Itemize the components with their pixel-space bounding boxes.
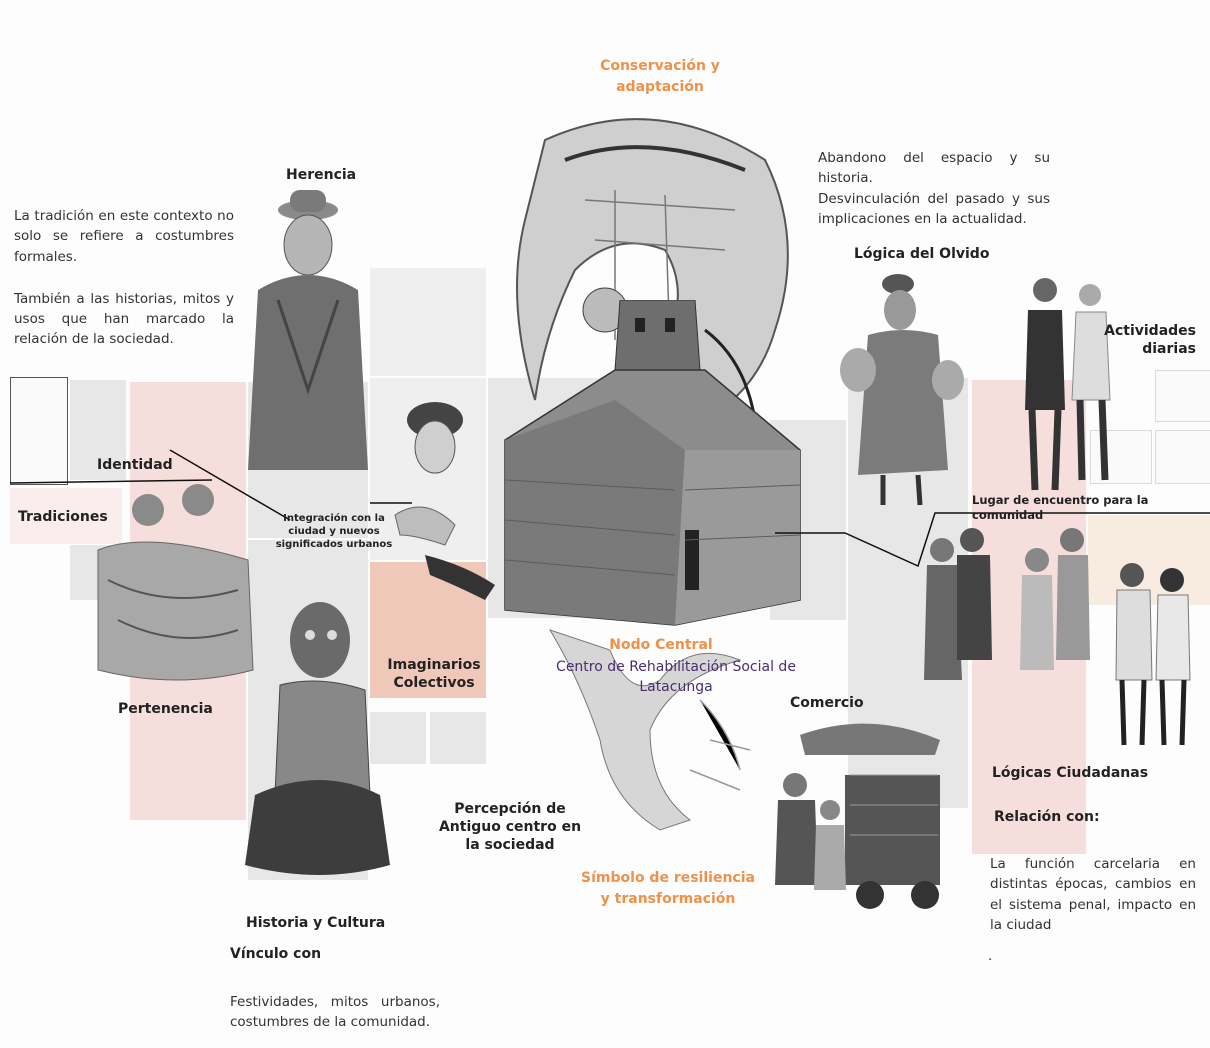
label-integracion: Integración con la ciudad y nuevos signi… bbox=[272, 512, 396, 551]
label-comercio: Comercio bbox=[790, 694, 864, 712]
paragraph-abandono: Abandono del espacio y su historia. Desv… bbox=[818, 148, 1050, 229]
label-centro: Centro de Rehabilitación Social de Latac… bbox=[536, 657, 816, 698]
label-tradiciones: Tradiciones bbox=[18, 508, 108, 526]
label-identidad: Identidad bbox=[97, 456, 173, 474]
paragraph-tradicion-1: La tradición en este contexto no solo se… bbox=[14, 206, 234, 267]
label-herencia: Herencia bbox=[286, 166, 356, 184]
identidad-line bbox=[10, 480, 212, 483]
label-percepcion: Percepción de Antiguo centro en la socie… bbox=[430, 800, 590, 855]
label-nodo-central: Nodo Central bbox=[606, 635, 716, 656]
label-lugar-encuentro: Lugar de encuentro para la comunidad bbox=[972, 493, 1210, 523]
label-logicas-ciudadanas: Lógicas Ciudadanas bbox=[992, 764, 1148, 782]
paragraph-dot: . bbox=[988, 946, 992, 966]
label-historia-cultura: Historia y Cultura bbox=[246, 914, 385, 932]
identidad-diagonal-line bbox=[170, 450, 290, 520]
paragraph-carcelaria: La función carcelaria en distintas época… bbox=[990, 854, 1196, 935]
label-relacion-con: Relación con: bbox=[994, 808, 1100, 826]
label-conservacion: Conservación y adaptación bbox=[590, 56, 730, 98]
label-vinculo-con: Vínculo con bbox=[230, 945, 321, 963]
label-imaginarios: Imaginarios Colectivos bbox=[386, 656, 482, 692]
label-logica-olvido: Lógica del Olvido bbox=[854, 245, 989, 263]
paragraph-tradicion-2: También a las historias, mitos y usos qu… bbox=[14, 289, 234, 350]
paragraph-abandono-2: Desvinculación del pasado y sus implicac… bbox=[818, 189, 1050, 230]
paragraph-abandono-1: Abandono del espacio y su historia. bbox=[818, 148, 1050, 189]
label-actividades: Actividades diarias bbox=[1100, 322, 1196, 358]
paragraph-festividades: Festividades, mitos urbanos, costumbres … bbox=[230, 992, 440, 1033]
label-pertenencia: Pertenencia bbox=[118, 700, 213, 718]
label-simbolo: Símbolo de resiliencia y transformación bbox=[580, 868, 756, 910]
paragraph-tradicion: La tradición en este contexto no solo se… bbox=[14, 206, 234, 350]
